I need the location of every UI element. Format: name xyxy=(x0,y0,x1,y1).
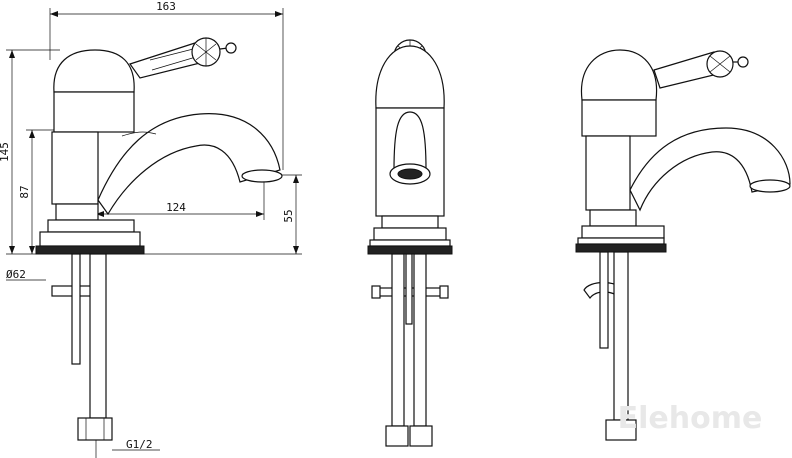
dim-spout-reach: 124 xyxy=(166,201,186,214)
dim-total-width: 163 xyxy=(156,0,176,13)
watermark-text: Elehome xyxy=(618,401,763,436)
side-view xyxy=(6,8,302,458)
dim-total-height: 145 xyxy=(0,142,11,162)
front-view xyxy=(367,39,453,447)
dim-base-diameter: Ø62 xyxy=(6,268,26,281)
dim-body-height: 87 xyxy=(18,185,31,198)
perspective-view xyxy=(575,49,791,441)
dim-spout-height: 55 xyxy=(282,209,295,222)
dim-thread: G1/2 xyxy=(126,438,153,451)
